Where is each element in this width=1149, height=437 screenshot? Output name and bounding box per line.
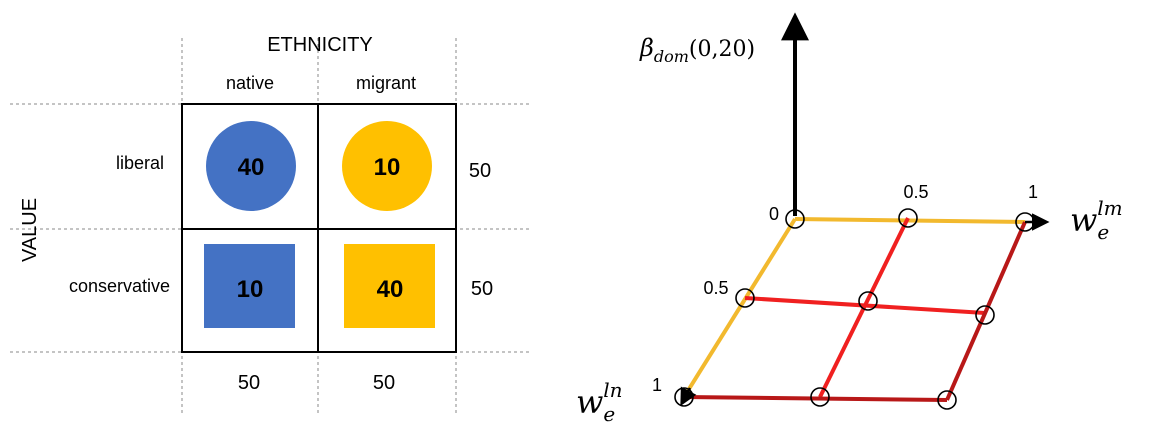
- column-label-migrant: migrant: [356, 73, 416, 93]
- cell-native-conservative-square: [204, 244, 295, 328]
- guide-lines: [10, 38, 530, 415]
- column-label-native: native: [226, 73, 274, 93]
- edge-bottom-darkred: [683, 395, 948, 402]
- cell-native-conservative-value: 10: [237, 276, 264, 303]
- row-total-liberal: 50: [469, 160, 491, 182]
- node-2-1: [810, 387, 830, 407]
- row-label-liberal: liberal: [116, 153, 164, 173]
- y-axis-label: βdom(0,20): [639, 34, 755, 66]
- node-1-2: [975, 305, 995, 325]
- grid-line-mid-diagonal: [818, 217, 910, 398]
- tick-x-end: 1: [1028, 182, 1038, 202]
- node-0-0: [785, 209, 805, 229]
- tick-x-mid: 0.5: [903, 182, 928, 202]
- edge-top-yellow: [794, 217, 1026, 224]
- cell-native-liberal-circle: [206, 121, 296, 211]
- z-axis: [680, 386, 697, 407]
- column-total-migrant: 50: [373, 372, 395, 394]
- cell-migrant-conservative-value: 40: [377, 276, 404, 303]
- cell-migrant-liberal-value: 10: [374, 154, 401, 181]
- row-header: VALUE: [19, 198, 41, 262]
- tick-z-end: 1: [652, 375, 662, 395]
- edge-right-darkred: [945, 221, 1027, 401]
- node-1-1: [858, 291, 878, 311]
- x-axis-label: welm: [1070, 196, 1123, 244]
- tick-origin: 0: [769, 204, 779, 224]
- row-label-conservative: conservative: [69, 276, 170, 296]
- node-0-1: [898, 208, 918, 228]
- z-axis-label: weln: [576, 378, 623, 426]
- contingency-table: ETHNICITY native migrant VALUE liberal c…: [10, 34, 530, 415]
- column-header: ETHNICITY: [267, 34, 373, 56]
- node-2-2: [937, 390, 957, 410]
- parameter-lattice: 0 0.5 1 0.5 1 βdom(0,20) welm weln: [576, 12, 1123, 426]
- node-0-2: [1015, 212, 1035, 232]
- edge-left-yellow: [682, 217, 797, 399]
- column-total-native: 50: [238, 372, 260, 394]
- lattice-nodes: [674, 208, 1035, 410]
- cell-native-liberal-value: 40: [238, 154, 265, 181]
- cell-migrant-liberal-circle: [342, 121, 432, 211]
- node-2-0: [674, 387, 694, 407]
- node-1-0: [735, 288, 755, 308]
- cell-migrant-conservative-square: [344, 244, 435, 328]
- table-grid: [181, 103, 457, 353]
- tick-z-mid: 0.5: [703, 278, 728, 298]
- row-total-conservative: 50: [471, 278, 493, 300]
